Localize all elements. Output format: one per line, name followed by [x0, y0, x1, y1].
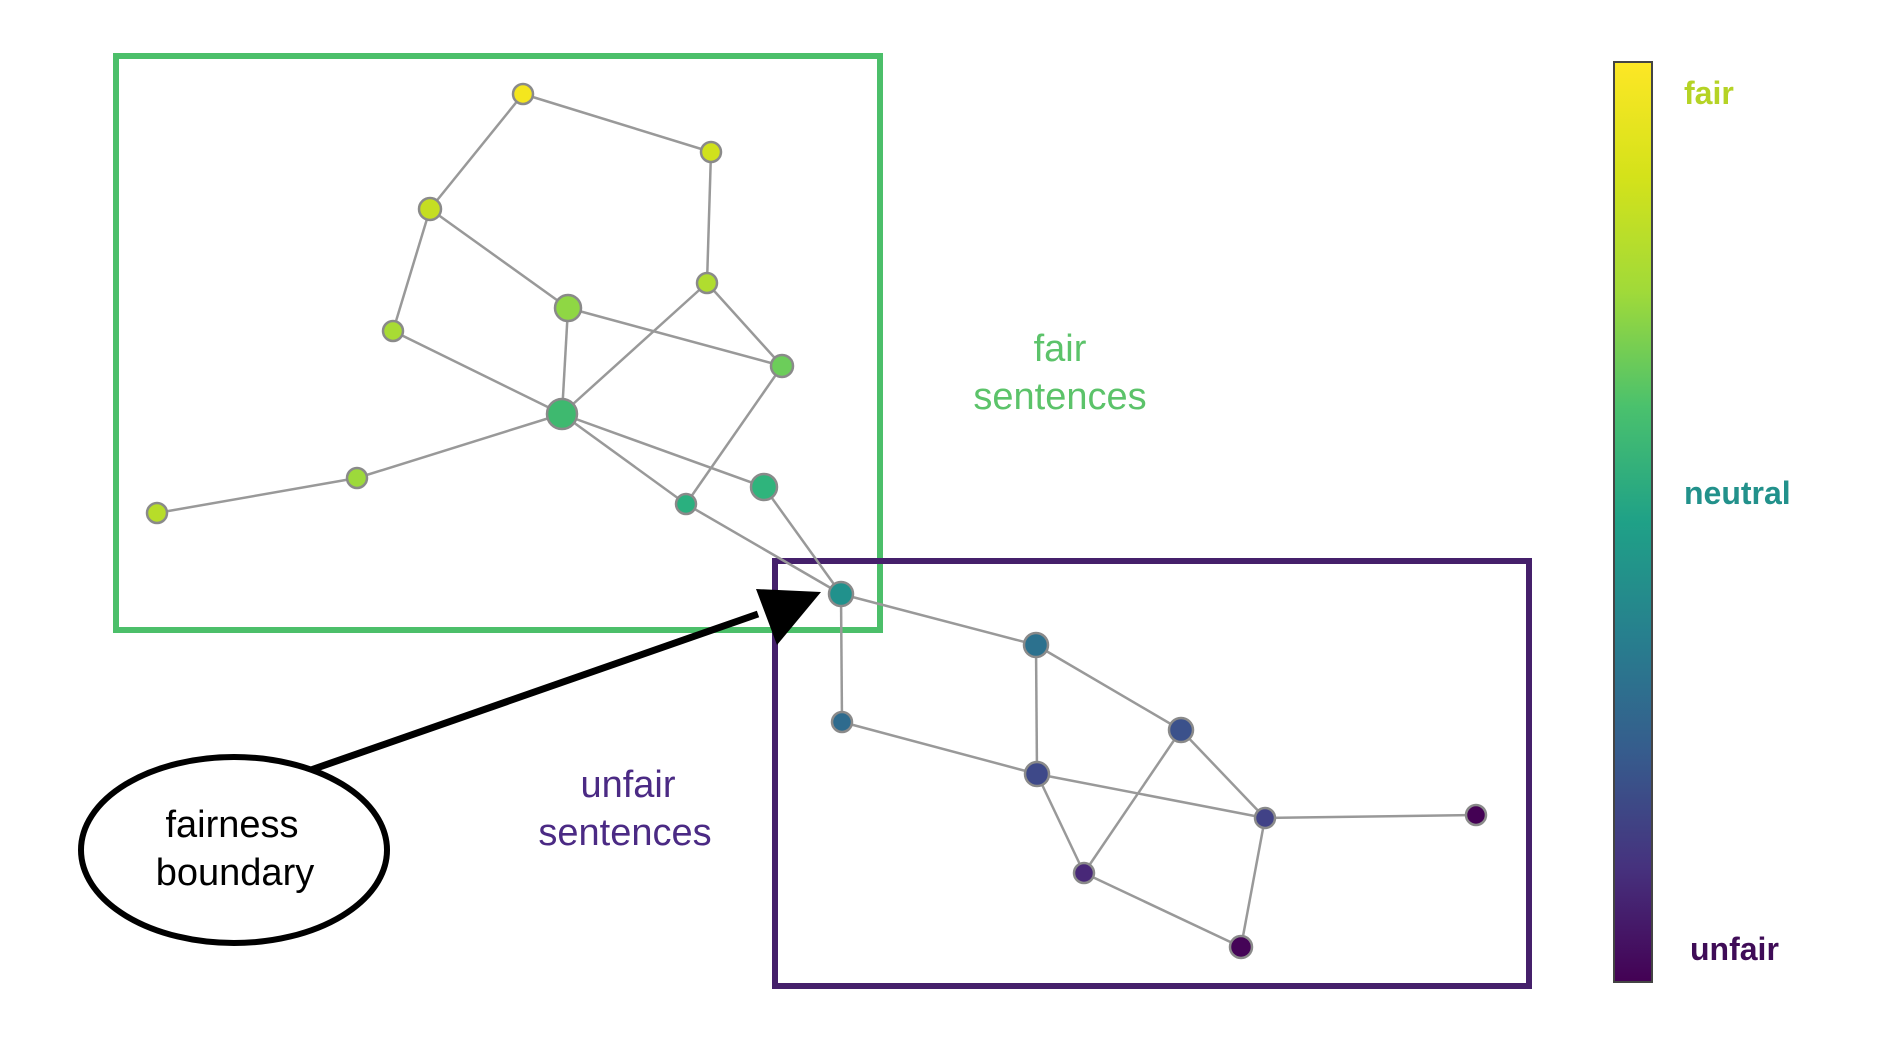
graph-edge-n12-n13: [685, 502, 842, 596]
graph-edge-n14-n16: [1035, 643, 1182, 732]
graph-edge-n17-n18: [1036, 772, 1266, 820]
colorbar-label-fair: fair: [1684, 75, 1734, 111]
graph-edge-n19-n21: [1083, 871, 1242, 949]
graph-edge-n6-n8: [392, 329, 563, 416]
graph-node-n7: [769, 353, 795, 379]
graph-node-n20: [1464, 803, 1488, 827]
unfair-group-box: [772, 558, 1532, 989]
graph-node-n4: [695, 271, 719, 295]
colorbar: [1613, 61, 1653, 983]
graph-edge-n1-n3: [429, 93, 524, 210]
graph-edge-n14-n17: [1034, 644, 1039, 775]
graph-edge-n17-n19: [1035, 773, 1086, 874]
graph-edge-n18-n20: [1264, 813, 1477, 820]
boundary-arrow-head: [756, 589, 821, 645]
graph-edge-n16-n19: [1082, 729, 1183, 874]
graph-edges: [156, 92, 1477, 949]
graph-edge-n3-n6: [391, 208, 432, 332]
colorbar-label-neutral: neutral: [1684, 475, 1791, 511]
graph-edge-n8-n12: [561, 412, 687, 506]
graph-node-n12: [674, 492, 698, 516]
fair-group-label-line1: fair: [1034, 328, 1087, 370]
boundary-label-line1: fairness: [165, 804, 298, 846]
unfair-group-label-line1: unfair: [580, 764, 675, 806]
colorbar-label-unfair: unfair: [1690, 931, 1779, 967]
fairness-boundary-bubble: [78, 754, 390, 946]
graph-node-n8: [545, 397, 579, 431]
boundary-label-line2: boundary: [156, 852, 314, 894]
graph-node-n21: [1228, 934, 1254, 960]
graph-edge-n5-n8: [560, 307, 570, 415]
graph-node-n14: [1022, 631, 1050, 659]
graph-node-n2: [699, 140, 723, 164]
graph-node-n17: [1023, 760, 1051, 788]
graph-edge-n15-n17: [841, 720, 1038, 776]
boundary-arrow-shaft: [306, 610, 760, 775]
fair-group-label-line2: sentences: [973, 376, 1146, 418]
graph-edge-n2-n4: [705, 151, 713, 284]
graph-node-n3: [417, 196, 443, 222]
graph-edge-n7-n12: [684, 365, 784, 505]
graph-node-n19: [1072, 861, 1096, 885]
graph-edge-n8-n9: [356, 412, 563, 480]
graph-edge-n13-n15: [839, 593, 844, 723]
graph-edge-n8-n11: [561, 412, 765, 489]
graph-node-n15: [830, 710, 854, 734]
graph-edge-n11-n13: [762, 486, 843, 595]
graph-node-n16: [1167, 716, 1195, 744]
graph-node-n18: [1253, 806, 1277, 830]
graph-node-n9: [345, 466, 369, 490]
graph-edge-n4-n7: [706, 282, 783, 367]
graph-edge-n3-n5: [429, 207, 569, 310]
graph-nodes: [145, 82, 1488, 960]
graph-edge-n16-n18: [1180, 729, 1266, 819]
graph-edge-n13-n14: [840, 592, 1037, 647]
graph-edge-n4-n8: [561, 282, 708, 415]
graph-edge-n9-n10: [156, 476, 358, 515]
graph-node-n1: [511, 82, 535, 106]
graph-node-n13: [827, 580, 855, 608]
graph-node-n10: [145, 501, 169, 525]
graph-edge-n5-n7: [567, 306, 783, 368]
graph-node-n6: [381, 319, 405, 343]
unfair-group-label-line2: sentences: [538, 812, 711, 854]
graph-edge-n1-n2: [522, 92, 712, 154]
graph-edge-n18-n21: [1239, 817, 1267, 948]
graph-node-n11: [749, 472, 779, 502]
fair-group-box: [113, 53, 883, 633]
graph-node-n5: [553, 293, 583, 323]
